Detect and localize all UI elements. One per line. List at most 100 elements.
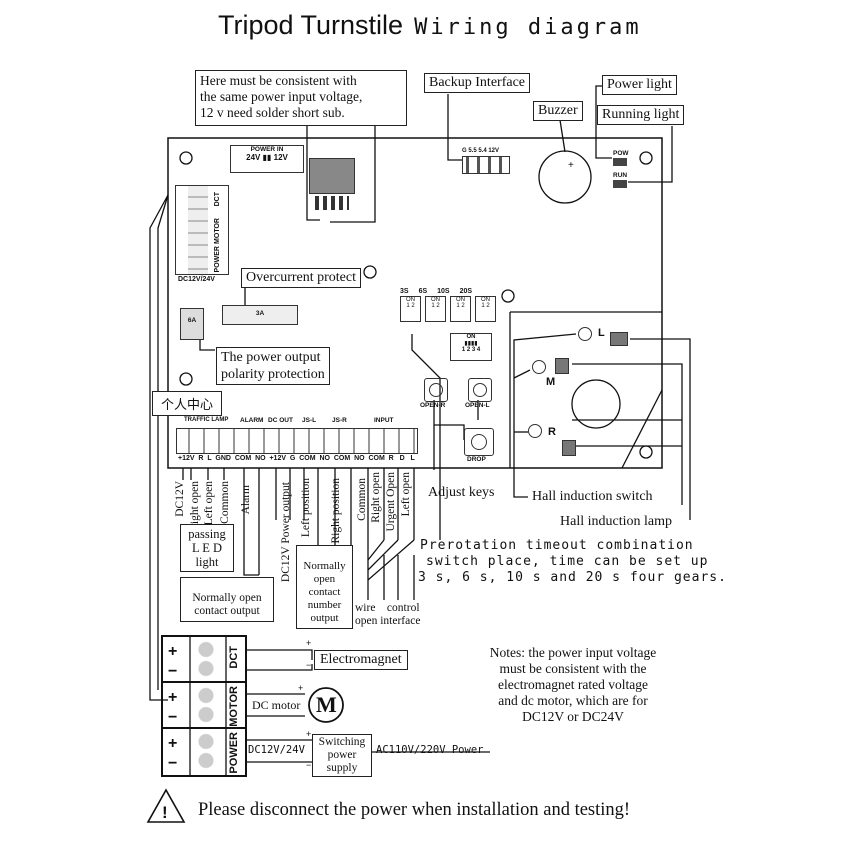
hall-lamp-l: [610, 332, 628, 346]
prerotation-line-3: 3 s, 6 s, 10 s and 20 s four gears.: [418, 570, 727, 585]
prerotation-note: Prerotation timeout combination switch p…: [418, 538, 727, 586]
group-dc-out: DC OUT: [268, 417, 293, 424]
diagram-title: Tripod Turnstile Wiring diagram: [218, 10, 642, 41]
notes-line-1: Notes: the power input voltage: [489, 645, 657, 660]
nc-number-line-3: contact: [308, 586, 341, 598]
jumper-voltages: 24V ▮▮ 12V: [246, 153, 288, 162]
bottom-terminal-power: POWER: [228, 732, 240, 774]
nc-number-line-5: output: [310, 612, 339, 624]
dip-6s: 6S: [418, 288, 428, 295]
voltage-note-line-3: 12 v need solder short sub.: [200, 105, 345, 120]
prerotation-line-2: switch place, time can be set up: [426, 554, 709, 569]
voltage-notes: Notes: the power input voltage must be c…: [458, 645, 688, 725]
fuse-3a: 3A: [222, 305, 298, 325]
supply-minus: −: [306, 760, 312, 770]
hall-switch-m: [532, 360, 546, 374]
warning-text: Please disconnect the power when install…: [198, 800, 631, 820]
fuse-3a-label: 3A: [255, 310, 265, 317]
wire-label-urgent-open: Urgent Open: [385, 472, 397, 532]
bottom-terminal-motor: MOTOR: [228, 686, 240, 727]
wire-control-line-1: wire control: [355, 602, 420, 614]
electromagnet-minus: −: [306, 660, 312, 670]
board-terminal-motor: MOTOR: [214, 218, 221, 244]
hall-r-label: R: [548, 426, 556, 438]
switching-line-1: Switching: [318, 736, 366, 748]
run-led-label: RUN: [613, 172, 628, 179]
buzzer-plus: +: [568, 160, 574, 171]
nc-number-line-4: number: [307, 599, 342, 611]
switching-line-2: power: [327, 749, 357, 761]
nc-contact-output-box: Normally open contact output: [180, 577, 274, 622]
wire-label-right-open-2: Right open: [370, 472, 382, 523]
wire-control-line-2: open interface: [355, 615, 421, 627]
dip-10s: 10S: [437, 288, 450, 295]
dip-switch-4way[interactable]: ON▮▮▮▮1 2 3 4: [450, 333, 492, 361]
electromagnet-plus: +: [306, 638, 312, 648]
dct-polarity: +−: [168, 643, 178, 680]
overcurrent-callout: Overcurrent protect: [241, 268, 361, 288]
board-left-terminals: DCT MOTOR POWER: [175, 185, 229, 275]
dip4-on: ON: [466, 334, 476, 340]
board-terminal-dct: DCT: [214, 192, 221, 207]
hall-switch-l: [578, 327, 592, 341]
group-js-r: JS-R: [332, 417, 347, 424]
wire-label-left-open-2: Left open: [400, 472, 412, 517]
board-terminal-power: POWER: [214, 246, 221, 273]
nc-number-line-1: Normally: [303, 560, 346, 572]
group-traffic-lamp: TRAFFIC LAMP: [184, 417, 229, 423]
board-dc-supply-label: DC12V/24V: [178, 276, 215, 283]
header-group-labels: TRAFFIC LAMP ALARM DC OUT JS-L JS-R INPU…: [178, 417, 416, 427]
title-main: Tripod Turnstile: [218, 10, 404, 40]
nc-contact-number-box: Normally open contact number output: [296, 545, 353, 629]
wire-label-dc12v-power-output: DC12V Power output: [280, 482, 292, 583]
solder-pads: [315, 196, 349, 210]
nc-output-line-1: Normally open: [192, 592, 262, 604]
passing-led-line-3: light: [195, 555, 219, 569]
power-in-jumper: POWER IN 24V ▮▮ 12V: [230, 145, 304, 173]
hall-m-label: M: [546, 376, 556, 388]
power-light-callout: Power light: [602, 75, 677, 95]
notes-line-3: electromagnet rated voltage: [498, 677, 648, 692]
hall-lamp-m: [555, 358, 569, 374]
motor-minus: −: [298, 711, 304, 721]
drop-key[interactable]: [464, 428, 494, 456]
motor-symbol: M: [316, 692, 337, 717]
adjust-keys-label: Adjust keys: [428, 485, 495, 500]
wire-label-left-open: Left open: [203, 481, 215, 526]
voltage-note-line-2: the same power input voltage,: [200, 89, 363, 104]
notes-line-5: DC12V or DC24V: [522, 709, 624, 724]
switching-supply-box: Switching power supply: [312, 734, 372, 777]
power-polarity: +−: [168, 735, 178, 772]
bottom-terminal-dct: DCT: [228, 646, 240, 669]
open-r-key[interactable]: [424, 378, 448, 402]
wire-label-dc12v: DC12V: [174, 481, 186, 517]
supply-voltage-label: DC12V/24V: [248, 744, 305, 756]
wire-label-right-position: Right position: [330, 478, 342, 544]
group-alarm: ALARM: [240, 417, 264, 424]
hall-lamp-label: Hall induction lamp: [560, 514, 672, 529]
buzzer-callout: Buzzer: [533, 101, 583, 121]
voltage-note-line-1: Here must be consistent with: [200, 73, 357, 88]
chinese-tag: 个人中心: [152, 391, 223, 416]
open-l-key[interactable]: [468, 378, 492, 402]
polarity-callout: The power output polarity protection: [216, 347, 330, 385]
dip-time-labels: 3S 6S 10S 20S: [400, 288, 496, 295]
voltage-note-callout: Here must be consistent with the same po…: [195, 70, 407, 126]
notes-line-2: must be consistent with the: [499, 661, 647, 676]
prerotation-line-1: Prerotation timeout combination: [420, 538, 694, 553]
controller-board-outline: [167, 137, 663, 469]
open-l-label: OPEN-L: [465, 402, 490, 409]
supply-plus: +: [306, 729, 312, 739]
ac-power-label: AC110V/220V Power: [376, 744, 484, 756]
wire-label-common-2: Common: [356, 478, 368, 521]
fuse-6a-label: 6A: [187, 317, 197, 324]
fuse-6a: 6A: [180, 308, 204, 340]
dip-3s: 3S: [400, 288, 409, 295]
nc-number-line-2: open: [313, 573, 336, 585]
